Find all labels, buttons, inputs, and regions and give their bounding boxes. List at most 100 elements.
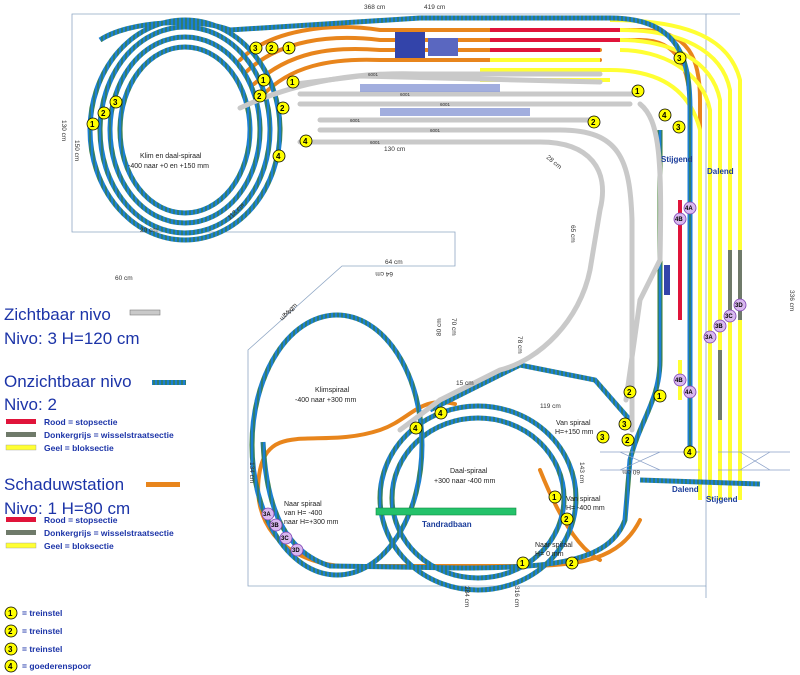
marker-3: 3 (618, 417, 632, 431)
marker-4: 4 (434, 406, 448, 420)
svg-text:3: 3 (677, 54, 682, 63)
svg-text:4A: 4A (685, 390, 693, 396)
dim-diag-74b: 74 cm (278, 305, 295, 322)
marker-4: 4 (683, 445, 697, 459)
label-klim-daal-1: Klim en daal-spiraal (140, 153, 202, 160)
label-van-spiraal-mid-1: Van spiraal (566, 496, 601, 503)
marker-4: 4 (409, 421, 423, 435)
label-daal-1: Daal-spiraal (450, 468, 488, 475)
dim-spiral-top2: 64 cm (375, 270, 393, 277)
marker-1: 1 (282, 41, 296, 55)
dim-spiral-top: 64 cm (385, 259, 403, 266)
svg-text:3A: 3A (705, 335, 713, 341)
svg-text:= treinstel: = treinstel (22, 644, 62, 654)
crossover-area (600, 451, 790, 471)
label-daal-2: +300 naar -400 mm (434, 478, 495, 485)
svg-text:4: 4 (662, 111, 667, 120)
marker-2: 2 (621, 433, 635, 447)
area-labels: Klim en daal-spiraal -400 naar +0 en +15… (128, 153, 738, 558)
legend-zichtbaar-nivo: Nivo: 3 H=120 cm (4, 329, 140, 348)
marker-3: 3 (109, 95, 123, 109)
svg-text:2: 2 (569, 559, 574, 568)
svg-text:3: 3 (622, 420, 627, 429)
marker-2: 2 (587, 115, 601, 129)
svg-text:4: 4 (413, 424, 418, 433)
marker-1: 1 (286, 75, 300, 89)
svg-text:1: 1 (261, 76, 266, 85)
legend: Zichtbaar nivo Nivo: 3 H=120 cm Onzichtb… (4, 305, 186, 673)
label-naar-spiraal-left-3: naar H=+300 mm (284, 519, 339, 526)
svg-text:4: 4 (687, 448, 692, 457)
svg-text:2: 2 (564, 515, 569, 524)
svg-text:4B: 4B (675, 378, 683, 384)
marker-3c: 3C (279, 531, 293, 545)
svg-text:3C: 3C (725, 314, 733, 320)
legend-train-3: 3 = treinstel (4, 642, 62, 656)
label-klimspiraal-2: -400 naar +300 mm (295, 397, 356, 404)
marker-2: 2 (253, 89, 267, 103)
svg-text:1: 1 (520, 559, 525, 568)
label-tandradbaan: Tandradbaan (422, 520, 472, 529)
marker-4b: 4B (673, 212, 687, 226)
svg-text:2: 2 (101, 109, 106, 118)
dim-vert-80: 80 cm (436, 318, 443, 336)
legend-schaduw-nivo: Nivo: 1 H=80 cm (4, 499, 130, 518)
station-platforms (360, 32, 670, 516)
dim-diag-78: 78 cm (516, 336, 523, 354)
svg-text:1: 1 (290, 78, 295, 87)
label-van-spiraal-top-1: Van spiraal (556, 420, 591, 427)
svg-text:= treinstel: = treinstel (22, 626, 62, 636)
svg-text:4: 4 (438, 409, 443, 418)
dim-h-15: 15 cm (456, 380, 474, 387)
legend-rood-1: Rood = stopsectie (44, 417, 118, 427)
svg-text:1: 1 (286, 44, 291, 53)
legend-onzichtbaar-nivo: Nivo: 2 (4, 395, 57, 414)
segment-code: 6001 (400, 92, 411, 97)
label-naar-spiraal-left-2: van H= -400 (284, 510, 322, 517)
marker-2: 2 (623, 385, 637, 399)
marker-3: 3 (673, 51, 687, 65)
svg-text:2: 2 (591, 118, 596, 127)
dim-vert-70: 70 cm (450, 318, 457, 336)
svg-text:4: 4 (276, 152, 281, 161)
segment-code: 6001 (350, 118, 361, 123)
svg-text:4: 4 (303, 137, 308, 146)
legend-donker-2: Donkergrijs = wisselstraatsectie (44, 528, 174, 538)
svg-text:1: 1 (635, 87, 640, 96)
marker-3a: 3A (703, 330, 717, 344)
marker-4: 4 (299, 134, 313, 148)
svg-text:2: 2 (627, 388, 632, 397)
label-van-spiraal-top-2: H=+150 mm (555, 429, 594, 436)
svg-text:3: 3 (600, 433, 605, 442)
svg-text:4A: 4A (685, 206, 693, 212)
svg-text:1: 1 (552, 493, 557, 502)
label-stijgend-bot: Stijgend (706, 495, 738, 504)
dim-bot-316: 316 cm (513, 586, 520, 607)
label-klim-daal-2: -400 naar +0 en +150 mm (128, 163, 209, 170)
svg-text:= treinstel: = treinstel (22, 608, 62, 618)
svg-text:1: 1 (657, 392, 662, 401)
dim-h-119: 119 cm (540, 403, 561, 410)
train-markers: 1 2 3 1 1 2 2 3 2 1 4 4 3 1 4 3 2 2 1 3 … (86, 41, 747, 570)
marker-3d: 3D (733, 298, 747, 312)
svg-text:1: 1 (90, 120, 95, 129)
dim-left-bottom3: 20 cm (140, 227, 158, 234)
dim-left-height: 130 cm (60, 120, 67, 141)
svg-text:3D: 3D (735, 303, 743, 309)
legend-donker-1: Donkergrijs = wisselstraatsectie (44, 430, 174, 440)
marker-1: 1 (257, 73, 271, 87)
svg-text:3: 3 (676, 123, 681, 132)
svg-text:1: 1 (8, 609, 13, 618)
marker-4: 4 (658, 108, 672, 122)
segment-code: 6001 (370, 140, 381, 145)
dim-h-60: 60 cm (622, 468, 640, 475)
segment-code: 6001 (368, 72, 379, 77)
marker-3: 3 (596, 430, 610, 444)
dim-top-b: 419 cm (424, 4, 445, 11)
marker-2: 2 (265, 41, 279, 55)
legend-train-2: 2 = treinstel (4, 624, 62, 638)
dim-left-bottom: 60 cm (115, 275, 133, 282)
marker-1: 1 (548, 490, 562, 504)
marker-1: 1 (86, 117, 100, 131)
label-stijgend-top: Stijgend (661, 155, 693, 164)
